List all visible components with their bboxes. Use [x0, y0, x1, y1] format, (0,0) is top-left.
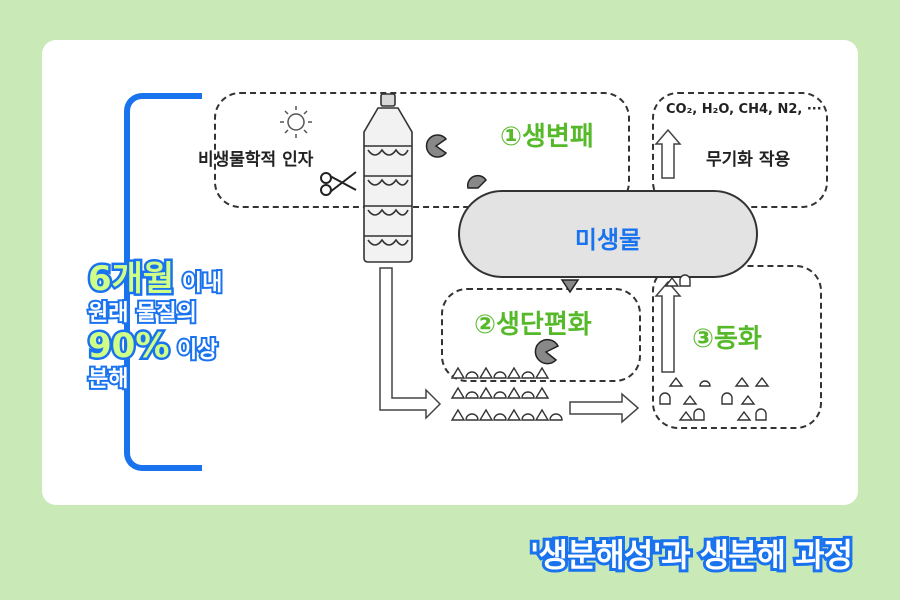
side-line-3: 90% 이상: [85, 325, 222, 366]
pacman-icon: [534, 338, 560, 365]
side-line-1-rest: 이내: [174, 270, 224, 297]
blue-bracket: [124, 93, 202, 471]
abiotic-factor-label: 비생물학적 인자: [198, 150, 314, 170]
stage2-label: ②생단편화: [474, 310, 592, 340]
stage1-box: [214, 92, 630, 208]
mineralization-label: 무기화 작용: [706, 150, 791, 170]
sun-icon: [280, 106, 312, 138]
arrow-icon: [654, 280, 682, 373]
arrow-icon: [569, 392, 640, 424]
side-line-3-rest: 이상: [169, 337, 219, 364]
side-line-2: 원래 물질의: [86, 300, 199, 327]
arrow-icon: [379, 267, 442, 420]
side-summary: 6개월 이내 원래 물질의 90% 이상 분해: [85, 259, 224, 396]
microbe-capsule: 미생물: [458, 190, 758, 278]
side-line-1-highlight: 6개월: [85, 259, 176, 300]
fragments: [450, 274, 770, 421]
pacman-icon: [560, 279, 580, 294]
stage3-label: ③동화: [692, 324, 762, 354]
side-line-3-highlight: 90%: [85, 325, 171, 366]
bottom-title: '생분해성'과 생분해 과정: [527, 533, 856, 577]
pacman-icon: [425, 134, 448, 158]
microbe-label: 미생물: [574, 226, 642, 254]
bottle-icon: [363, 93, 413, 263]
side-line-4: 분해: [86, 366, 130, 393]
products-label: CO₂, H₂O, CH4, N2, ···: [666, 102, 822, 117]
stage1-label: ①생변패: [500, 122, 594, 152]
side-line-1: 6개월 이내: [85, 259, 224, 300]
arrow-icon: [654, 128, 682, 179]
pacman-icon: [466, 174, 487, 189]
scissors-icon: [320, 171, 357, 196]
stage2-box: [441, 288, 641, 382]
